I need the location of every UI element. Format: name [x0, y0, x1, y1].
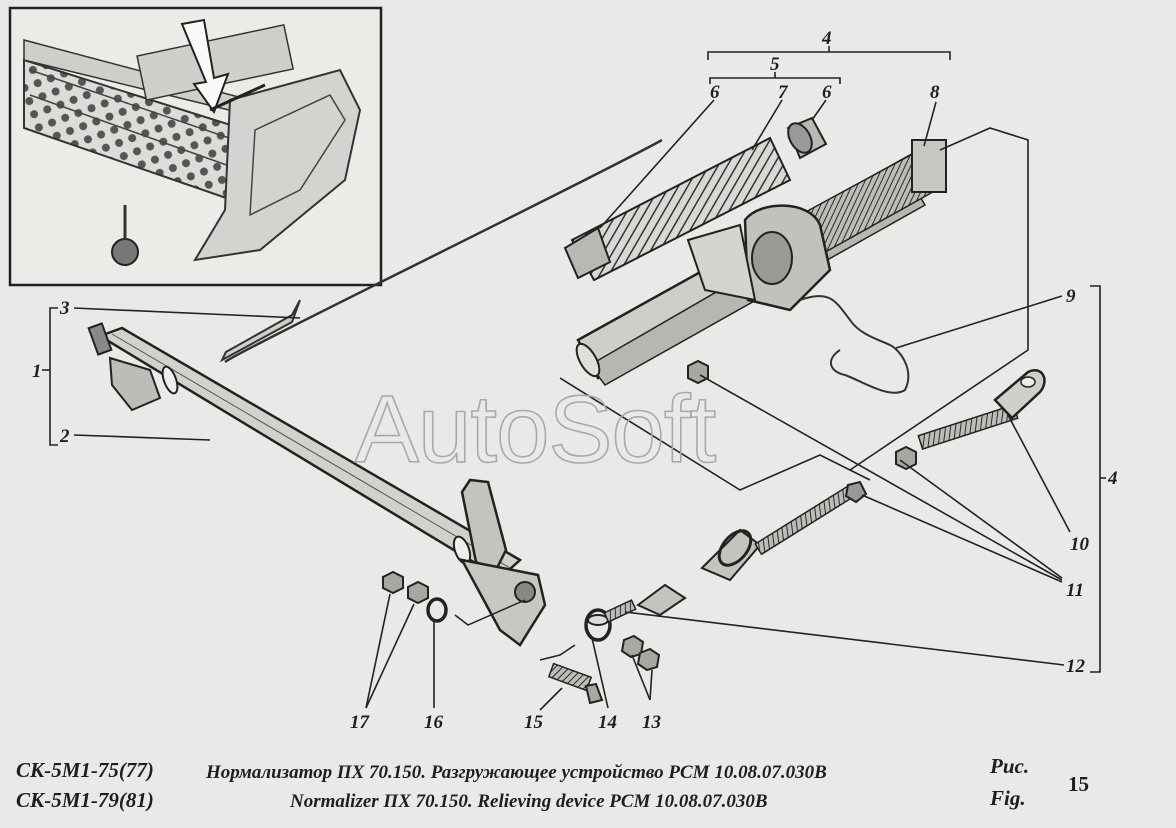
callout-1: 1 [32, 361, 42, 382]
callout-17: 17 [350, 712, 371, 733]
bolt-10 [895, 369, 1046, 471]
callout-9: 9 [1066, 286, 1076, 307]
fig-label-ru: Рис. [990, 754, 1030, 778]
caption-title-en: Normalizer ПХ 70.150. Relieving device Р… [290, 791, 768, 812]
spring-rod-3 [219, 138, 663, 364]
spring-assembly [563, 116, 828, 282]
callout-15: 15 [524, 712, 544, 733]
callout-7: 7 [778, 82, 789, 103]
callout-13: 13 [642, 712, 661, 733]
callout-3: 3 [59, 298, 70, 319]
inset-overview [8, 6, 383, 287]
callout-6-right: 6 [822, 82, 832, 103]
fasteners-13-17 [382, 570, 661, 705]
caption-title-ru: Нормализатор ПХ 70.150. Разгружающее уст… [206, 762, 827, 783]
callout-14: 14 [598, 712, 617, 733]
normalizer-tube [87, 322, 547, 647]
callout-5: 5 [770, 54, 780, 75]
callout-10: 10 [1070, 534, 1090, 555]
callout-6-left: 6 [710, 82, 720, 103]
guide-housing [575, 139, 947, 386]
callout-2: 2 [59, 426, 70, 447]
fig-number: 15 [1068, 772, 1089, 796]
callout-8: 8 [930, 82, 940, 103]
watermark: AutoSoft [355, 376, 716, 483]
wire-9 [799, 295, 910, 394]
callout-4-right: 4 [1107, 468, 1118, 489]
model-code-2: СК-5М1-79(81) [16, 788, 154, 812]
leader-lines [42, 46, 1106, 711]
model-code-1: СК-5М1-75(77) [16, 758, 154, 782]
callout-4-top: 4 [821, 28, 832, 49]
callout-numbers: 4 5 6 7 6 8 3 1 2 9 4 10 11 12 17 16 15 … [32, 28, 1118, 733]
callout-16: 16 [424, 712, 444, 733]
callout-11: 11 [1066, 580, 1084, 601]
callout-12: 12 [1066, 656, 1086, 677]
tension-link-12 [587, 480, 868, 626]
fig-label-en: Fig. [990, 786, 1026, 810]
